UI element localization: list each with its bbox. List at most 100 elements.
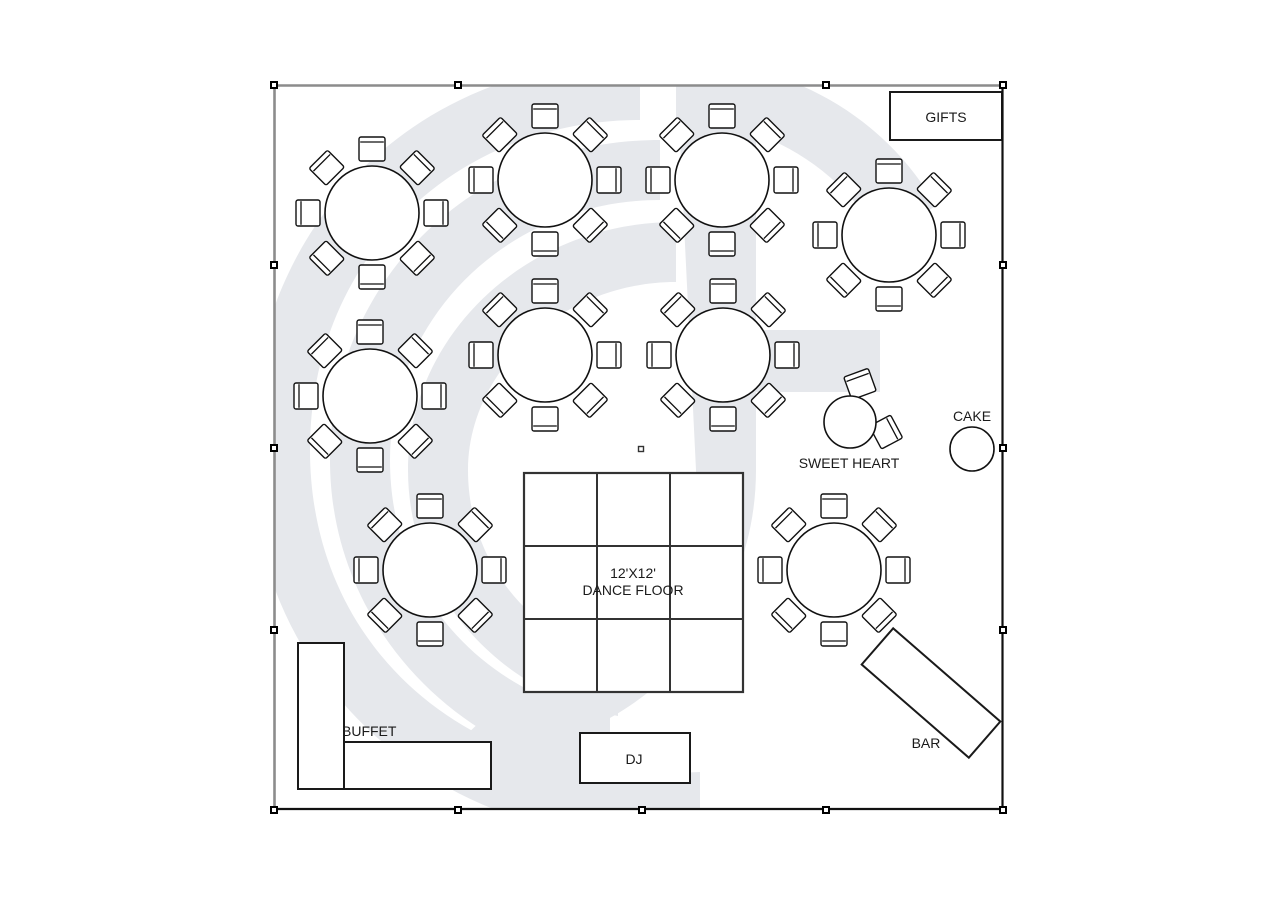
handle-left-upper[interactable] [270, 261, 278, 269]
round-table-7-chairs[interactable] [646, 278, 800, 432]
round-table-7-chair-7[interactable] [646, 341, 672, 369]
round-table-2-top[interactable] [497, 132, 593, 228]
gifts-table[interactable]: GIFTS [889, 91, 1003, 141]
round-table-8-chair-5[interactable] [416, 621, 444, 647]
sweetheart-table-top[interactable] [823, 395, 877, 449]
round-table-7-chair-3[interactable] [774, 341, 800, 369]
round-table-9-chair-7[interactable] [757, 556, 783, 584]
round-table-7-chair-2[interactable] [750, 292, 786, 328]
round-table-8-chair-8[interactable] [367, 507, 403, 543]
gifts-table-rect[interactable] [889, 91, 1003, 141]
handle-right-upper[interactable] [999, 261, 1007, 269]
round-table-3[interactable] [645, 103, 799, 257]
round-table-8-chair-1[interactable] [416, 493, 444, 519]
round-table-9-chair-8[interactable] [771, 507, 807, 543]
round-table-3-chair-4[interactable] [749, 207, 785, 243]
round-table-4-chair-3[interactable] [940, 221, 966, 249]
sweetheart-chairs[interactable] [843, 368, 903, 450]
round-table-1-chair-7[interactable] [295, 199, 321, 227]
round-table-5-top[interactable] [322, 348, 418, 444]
round-table-6-chair-7[interactable] [468, 341, 494, 369]
round-table-3-chair-1[interactable] [708, 103, 736, 129]
round-table-5-chair-7[interactable] [293, 382, 319, 410]
round-table-1[interactable] [295, 136, 449, 290]
round-table-7-chair-1[interactable] [709, 278, 737, 304]
round-table-8-chair-3[interactable] [481, 556, 507, 584]
round-table-9-top[interactable] [786, 522, 882, 618]
dj-table[interactable]: DJ [579, 732, 691, 784]
cake-table-top[interactable] [949, 426, 995, 472]
round-table-8-chairs[interactable] [353, 493, 507, 647]
room-selection-handles[interactable] [270, 81, 1007, 814]
round-table-6-chair-4[interactable] [572, 382, 608, 418]
round-table-2-chair-6[interactable] [482, 207, 518, 243]
round-table-2-chair-3[interactable] [596, 166, 622, 194]
round-table-1-top[interactable] [324, 165, 420, 261]
round-table-9-chair-3[interactable] [885, 556, 911, 584]
round-table-7-chair-8[interactable] [660, 292, 696, 328]
round-tables-group[interactable] [293, 103, 966, 647]
round-table-5-chair-2[interactable] [397, 333, 433, 369]
round-table-2[interactable] [468, 103, 622, 257]
round-table-9-chair-2[interactable] [861, 507, 897, 543]
round-table-4-chair-4[interactable] [916, 262, 952, 298]
round-table-5[interactable] [293, 319, 447, 473]
round-table-6-chair-3[interactable] [596, 341, 622, 369]
round-table-2-chair-8[interactable] [482, 117, 518, 153]
round-table-3-chair-8[interactable] [659, 117, 695, 153]
round-table-5-chair-8[interactable] [307, 333, 343, 369]
round-table-8-chair-6[interactable] [367, 597, 403, 633]
buffet-table-horizontal[interactable] [343, 741, 492, 790]
round-table-8-chair-7[interactable] [353, 556, 379, 584]
sweetheart-chair-2[interactable] [869, 414, 903, 450]
handle-bottom-center[interactable] [638, 806, 646, 814]
handle-bottom-c1[interactable] [454, 806, 462, 814]
handle-bottom-right[interactable] [999, 806, 1007, 814]
round-table-7[interactable] [646, 278, 800, 432]
buffet-table[interactable]: BUFFET [297, 642, 492, 790]
round-table-3-chairs[interactable] [645, 103, 799, 257]
round-table-4-chair-7[interactable] [812, 221, 838, 249]
round-table-5-chair-5[interactable] [356, 447, 384, 473]
handle-bottom-c2[interactable] [822, 806, 830, 814]
round-table-2-chairs[interactable] [468, 103, 622, 257]
round-table-2-chair-4[interactable] [572, 207, 608, 243]
round-table-6-top[interactable] [497, 307, 593, 403]
round-table-9[interactable] [757, 493, 911, 647]
round-table-7-chair-6[interactable] [660, 382, 696, 418]
bar-table-rect[interactable] [860, 626, 1002, 760]
handle-top-right[interactable] [999, 81, 1007, 89]
round-table-3-chair-6[interactable] [659, 207, 695, 243]
handle-bottom-left[interactable] [270, 806, 278, 814]
round-table-8-top[interactable] [382, 522, 478, 618]
round-table-7-top[interactable] [675, 307, 771, 403]
round-table-2-chair-5[interactable] [531, 231, 559, 257]
handle-top-center[interactable] [454, 81, 462, 89]
round-table-4[interactable] [812, 158, 966, 312]
bar-table[interactable]: BAR [860, 626, 1002, 760]
round-table-2-chair-7[interactable] [468, 166, 494, 194]
round-table-6-chair-2[interactable] [572, 292, 608, 328]
round-table-6[interactable] [468, 278, 622, 432]
round-table-9-chair-6[interactable] [771, 597, 807, 633]
round-table-4-chair-6[interactable] [826, 262, 862, 298]
round-table-2-chair-2[interactable] [572, 117, 608, 153]
round-table-1-chair-4[interactable] [399, 240, 435, 276]
round-table-5-chair-3[interactable] [421, 382, 447, 410]
round-table-1-chair-8[interactable] [309, 150, 345, 186]
round-table-5-chair-1[interactable] [356, 319, 384, 345]
round-table-1-chair-5[interactable] [358, 264, 386, 290]
round-table-1-chairs[interactable] [295, 136, 449, 290]
round-table-3-chair-5[interactable] [708, 231, 736, 257]
cake-table[interactable]: CAKE [949, 408, 995, 472]
round-table-5-chair-6[interactable] [307, 423, 343, 459]
round-table-9-chairs[interactable] [757, 493, 911, 647]
handle-left-mid[interactable] [270, 444, 278, 452]
round-table-6-chair-8[interactable] [482, 292, 518, 328]
round-table-4-chair-1[interactable] [875, 158, 903, 184]
handle-right-lower[interactable] [999, 626, 1007, 634]
sweetheart-table[interactable]: SWEET HEART [799, 368, 903, 471]
dance-floor-outline[interactable] [522, 471, 745, 694]
round-table-4-top[interactable] [841, 187, 937, 283]
